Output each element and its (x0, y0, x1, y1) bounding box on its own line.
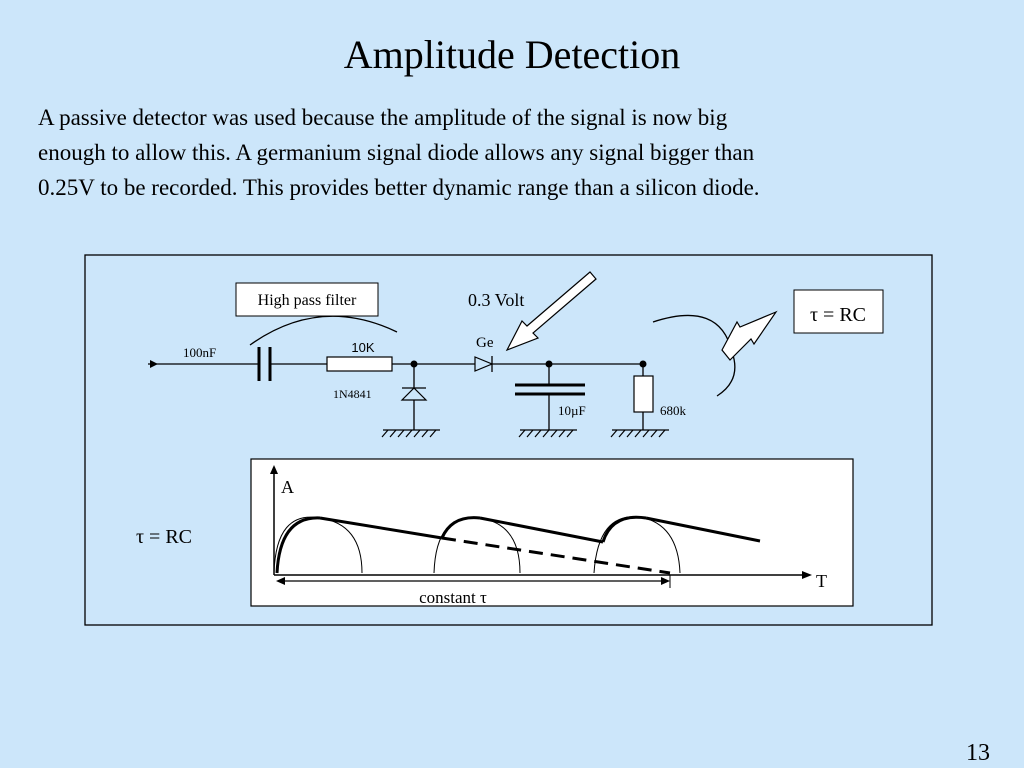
capacitor2-label: 10µF (558, 403, 586, 418)
resistor-10k (326, 356, 393, 372)
capacitor-label: 100nF (183, 345, 216, 360)
resistor-label: 10K (351, 340, 374, 355)
dimension-arrow-right-icon (661, 577, 670, 585)
filter-bracket-arc (249, 315, 398, 346)
body-line: A passive detector was used because the … (38, 105, 728, 130)
resistor-680k (633, 375, 654, 413)
ge-diode (474, 356, 494, 372)
constant-tau-decay-line (441, 536, 671, 575)
constant-tau-label: constant τ (419, 588, 487, 607)
detector-decay-line (479, 516, 604, 544)
tau-box-label: τ = RC (810, 304, 866, 326)
detector-decay-line (645, 516, 761, 543)
detector-charge-curve (601, 515, 647, 543)
tau-label: τ = RC (136, 526, 192, 548)
slide-title: Amplitude Detection (343, 32, 681, 77)
voltage-pointer-arrow-icon (505, 271, 597, 352)
x-axis-arrow-icon (802, 571, 812, 579)
voltage-label: 0.3 Volt (468, 290, 524, 310)
x-axis-label: T (816, 571, 827, 591)
diode-1n4841 (400, 387, 428, 401)
high-pass-filter-label: High pass filter (258, 292, 357, 309)
high-pass-filter-box (235, 282, 379, 317)
ground-symbol (518, 429, 577, 438)
y-axis-label: A (281, 477, 294, 497)
diode1-label: 1N4841 (333, 387, 372, 401)
resistor2-label: 680k (660, 403, 687, 418)
y-axis-arrow-icon (270, 465, 278, 474)
dimension-arrow-left-icon (276, 577, 285, 585)
diode2-label: Ge (476, 335, 494, 351)
slide-body: A passive detector was used because the … (38, 100, 978, 205)
detector-decay-line (319, 516, 443, 540)
detector-charge-curve (440, 516, 481, 539)
slide-number: 13 (966, 740, 990, 766)
detector-charge-curve (275, 516, 321, 574)
diagram-frame (84, 254, 933, 626)
tau-bracket-arc (652, 314, 736, 397)
ground-symbol (381, 429, 440, 438)
tau-rc-box (793, 289, 884, 334)
input-arrow-icon (150, 360, 158, 368)
ground-symbol (610, 429, 669, 438)
tau-pointer-arrow-icon (721, 310, 778, 361)
body-line: enough to allow this. A germanium signal… (38, 140, 755, 165)
body-line: 0.25V to be recorded. This provides bett… (38, 175, 760, 200)
